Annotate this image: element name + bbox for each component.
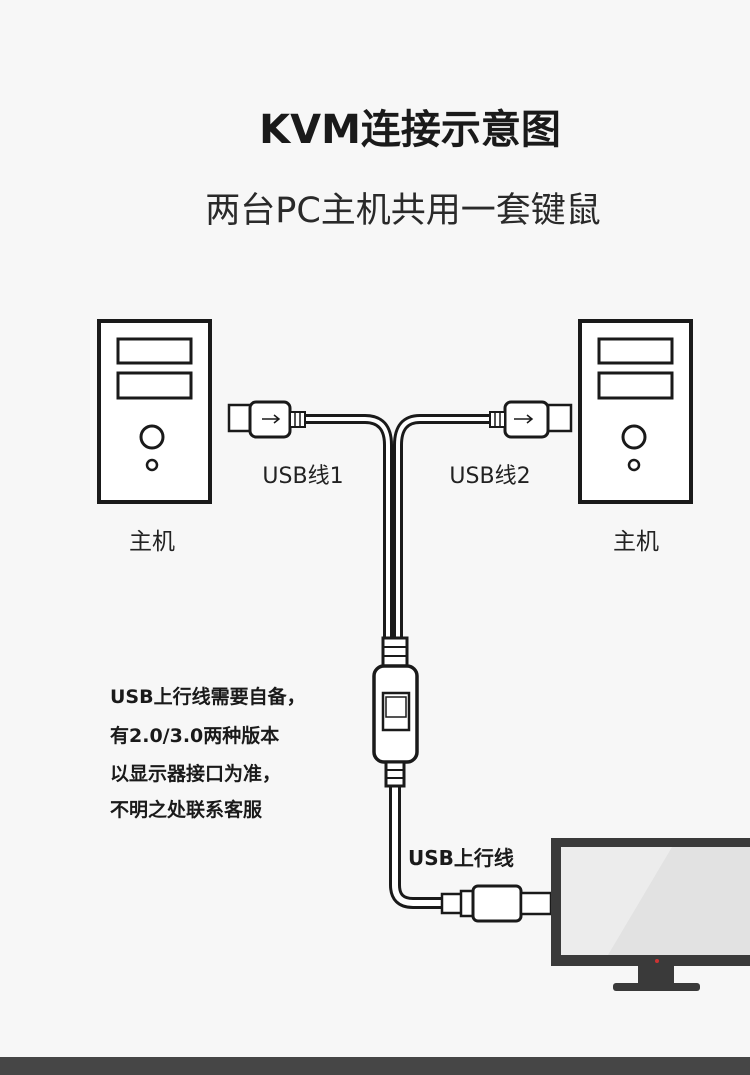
monitor-icon: [551, 838, 750, 991]
upstream-cable-label: USB上行线: [408, 846, 514, 870]
footer-bar: [0, 1057, 750, 1075]
subtitle: 两台PC主机共用一套键鼠: [205, 191, 601, 231]
note-line-1: USB上行线需要自备，: [110, 685, 306, 708]
cable-2-label: USB线2: [449, 464, 530, 489]
right-pc-label: 主机: [613, 529, 659, 555]
usb-plug-2-icon: [489, 400, 573, 439]
note-line-3: 以显示器接口为准，: [110, 762, 281, 785]
note-line-4: 不明之处联系客服: [110, 798, 263, 821]
y-cable: [305, 414, 495, 909]
cable-1-label: USB线1: [262, 464, 343, 489]
kvm-switch-module: [372, 636, 419, 788]
usb-upstream-plug-icon: [440, 884, 553, 923]
usb-plug-1-icon: [227, 400, 306, 439]
note-line-2: 有2.0/3.0两种版本: [110, 724, 279, 747]
switch-button[interactable]: [386, 697, 406, 717]
right-pc-tower-icon: [578, 319, 693, 504]
left-pc-label: 主机: [129, 529, 175, 555]
title: KVM连接示意图: [259, 107, 561, 153]
note-text: USB上行线需要自备， 有2.0/3.0两种版本 以显示器接口为准， 不明之处联…: [110, 685, 306, 821]
left-pc-tower-icon: [97, 319, 212, 504]
